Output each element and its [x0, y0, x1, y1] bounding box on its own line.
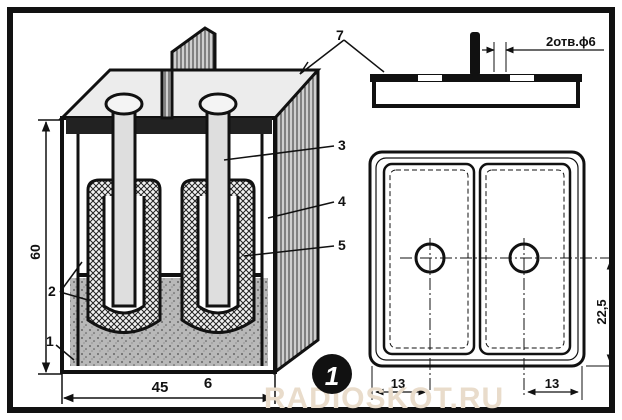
- label-part-2: 2: [48, 283, 56, 299]
- label-part-1: 1: [46, 333, 54, 349]
- figure-number-badge: [312, 354, 352, 394]
- cell-cutaway: 60 45 6 3 4 5 2 1 7: [27, 26, 385, 404]
- dim-right-13: 13: [545, 376, 559, 391]
- dim-width-label: 45: [152, 379, 169, 396]
- dim-wall-label: 6: [204, 375, 212, 392]
- partition-fin: [160, 26, 217, 120]
- dim-offset-label: 22,5: [594, 299, 609, 324]
- lid-top: [58, 68, 322, 120]
- label-part-3: 3: [338, 137, 346, 153]
- lid-rib: [470, 32, 480, 76]
- dim-left-13: 13: [391, 376, 405, 391]
- terminal-rod-left: [111, 108, 137, 308]
- dim-height-label: 60: [27, 244, 43, 260]
- terminal-rod-right: [205, 108, 231, 308]
- case-side-wall: [273, 69, 320, 375]
- electrode-left: [86, 92, 162, 334]
- hole-note: 2отв.ϕ6: [546, 34, 596, 49]
- label-part-4: 4: [338, 193, 346, 209]
- label-part-5: 5: [338, 237, 346, 253]
- electrode-right: [180, 92, 256, 334]
- watermark: RADIOSKOT.RU: [264, 382, 504, 415]
- terminal-cap-left: [104, 92, 144, 116]
- figure-number: 1: [325, 361, 339, 391]
- terminal-cap-right: [198, 92, 238, 116]
- label-part-7: 7: [336, 27, 344, 43]
- drawing-frame: [7, 7, 615, 413]
- lid-side-view: 2отв.ϕ6: [370, 32, 604, 108]
- lid-plate: [370, 74, 582, 82]
- lid-underside: [66, 118, 272, 134]
- lid-plan-view: 22,5 13 13: [368, 150, 614, 400]
